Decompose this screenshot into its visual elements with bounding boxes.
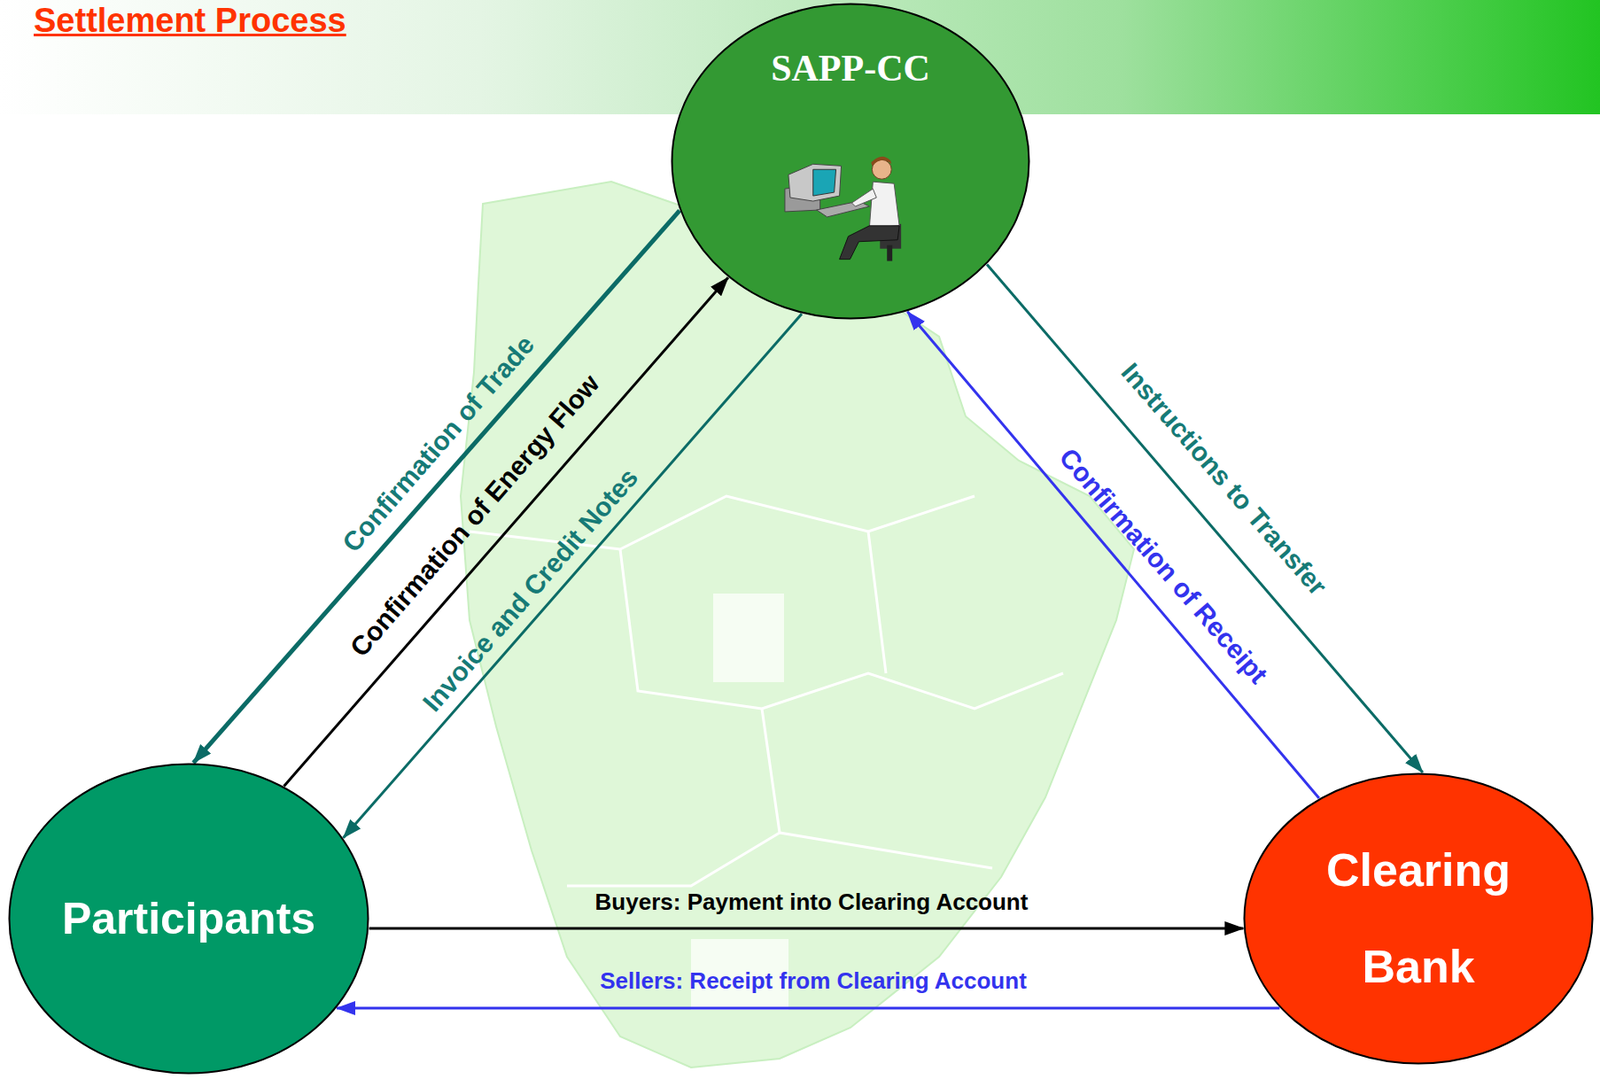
- trade-confirmation-arrow: [193, 210, 680, 763]
- energy-flow-arrow: [284, 277, 729, 786]
- control-centre-circle: SAPP-CC: [670, 2, 1031, 320]
- clearing-bank-circle: Clearing Bank: [1242, 772, 1594, 1065]
- node-label: Participants: [20, 892, 358, 946]
- title: Settlement Process: [33, 1, 347, 40]
- connector-label: Buyers: Payment into Clearing Account: [595, 888, 1029, 917]
- ellipse-outline: [1242, 772, 1594, 1065]
- receipt-confirmation-arrow: [907, 311, 1320, 799]
- node-label: SAPP-CC: [717, 46, 984, 91]
- receipt-arrow: [336, 1007, 1280, 1010]
- transfer-instruction-arrow: [986, 264, 1423, 774]
- computer-operator-icon: [777, 147, 919, 264]
- node-label: Clearing Bank: [1307, 822, 1530, 1016]
- connector-label: Sellers: Receipt from Clearing Account: [599, 967, 1027, 995]
- invoice-arrow: [343, 313, 803, 839]
- participants-circle: Participants: [7, 762, 370, 1075]
- payment-arrow: [369, 927, 1244, 931]
- map-watermark: [460, 181, 1134, 1068]
